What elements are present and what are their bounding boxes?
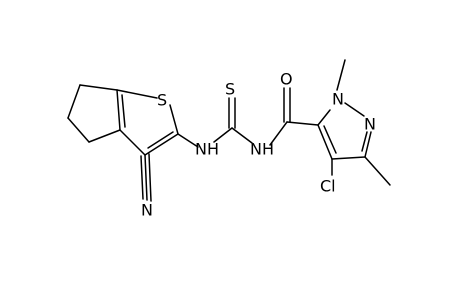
- bond: [336, 59, 346, 91]
- bond: [169, 104, 179, 135]
- atom-labels: S S O NH NH N N N Cl: [141, 70, 376, 220]
- bond: [140, 155, 144, 200]
- bond: [364, 156, 391, 186]
- bond: [317, 109, 331, 126]
- bond: [231, 127, 253, 144]
- bond: [67, 84, 81, 119]
- atom-n-pyrazole-1: N: [332, 90, 344, 109]
- bond: [147, 131, 174, 149]
- bond: [331, 156, 366, 160]
- bond: [116, 89, 158, 99]
- bonds: [67, 59, 391, 202]
- atom-o-carbonyl: O: [280, 70, 293, 89]
- bond: [148, 153, 152, 202]
- bond: [177, 133, 199, 148]
- atom-nh-right: NH: [250, 140, 274, 159]
- atom-n-pyrazole-2: N: [364, 115, 376, 134]
- bond: [213, 127, 233, 143]
- bond: [67, 117, 90, 143]
- atom-nh-left: NH: [195, 140, 219, 159]
- atom-s-ring: S: [157, 91, 167, 110]
- bond: [119, 129, 146, 156]
- bond: [361, 131, 368, 152]
- atom-n-nitrile: N: [141, 201, 153, 220]
- bond: [116, 89, 121, 131]
- bond: [364, 131, 372, 158]
- bond: [144, 154, 148, 201]
- atom-s-thiocarbonyl: S: [225, 80, 235, 99]
- bond: [344, 102, 365, 117]
- bond: [88, 129, 121, 143]
- bond: [317, 124, 333, 160]
- bond: [144, 133, 179, 156]
- bond: [286, 121, 319, 126]
- bond: [121, 94, 126, 128]
- bond: [269, 121, 288, 146]
- bond: [323, 125, 337, 154]
- atom-cl: Cl: [320, 177, 336, 196]
- bond: [79, 84, 118, 91]
